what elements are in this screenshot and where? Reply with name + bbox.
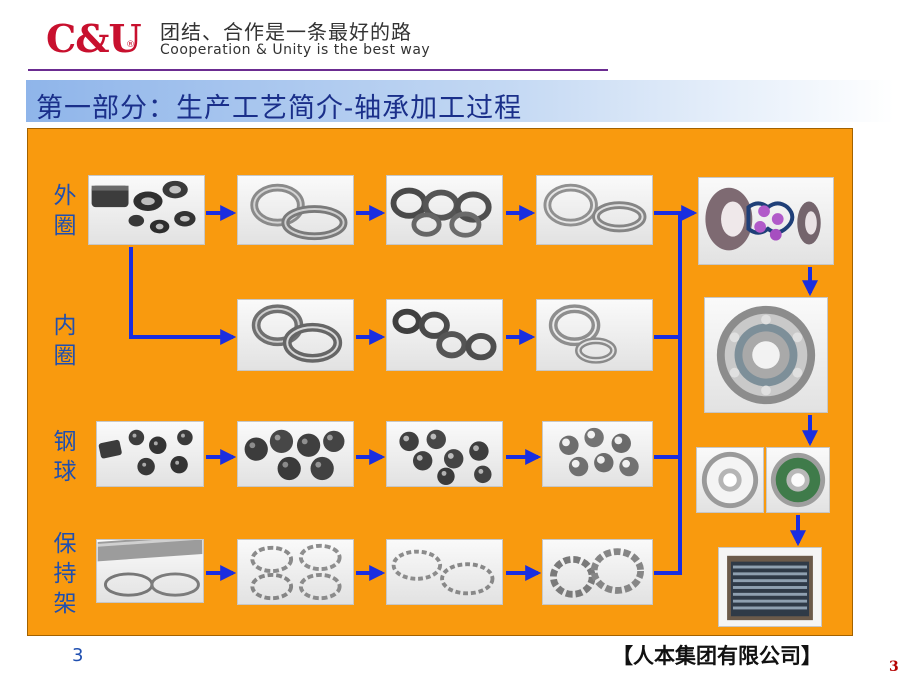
cage-formed-image (386, 539, 503, 605)
row-label-cage: 保持架 (53, 531, 77, 617)
cage-steel-strip-image (96, 539, 204, 603)
outer-ring-heat-treated-image (386, 175, 503, 245)
steel-ball-finished-image (542, 421, 653, 487)
outer-ring-tube-blanks-image (88, 175, 205, 245)
company-name: 【人本集团有限公司】 (612, 643, 822, 668)
cage-stamped-halves-image (237, 539, 354, 605)
page-number-corner: 3 (889, 659, 899, 675)
outer-ring-ground-image (536, 175, 653, 245)
inner-ring-ground-image (536, 299, 653, 371)
inner-ring-heat-treated-image (386, 299, 503, 371)
registered-mark: ® (126, 40, 135, 50)
packaged-bearings-image (718, 547, 822, 627)
assembly-exploded-image (698, 177, 834, 265)
steel-ball-forged-image (237, 421, 354, 487)
sealed-bearing-green-image (766, 447, 830, 513)
company-logo: C&U (46, 16, 142, 61)
steel-ball-ground-image (386, 421, 503, 487)
inner-ring-turned-image (237, 299, 354, 371)
steel-ball-wire-blanks-image (96, 421, 204, 487)
slide-title: 第一部分：生产工艺简介-轴承加工过程 (36, 93, 523, 124)
outer-ring-turned-image (237, 175, 354, 245)
row-label-outer-ring: 外圈 (53, 183, 77, 239)
page-number: 3 (72, 645, 84, 666)
sealed-bearing-white-image (696, 447, 764, 513)
slogan-english: Cooperation & Unity is the best way (160, 42, 431, 58)
header: C&U ® 团结、合作是一条最好的路 Cooperation & Unity i… (0, 0, 920, 80)
row-label-steel-ball: 钢球 (53, 429, 77, 485)
cage-finished-image (542, 539, 653, 605)
row-label-inner-ring: 内圈 (53, 313, 77, 369)
header-divider (28, 69, 608, 71)
process-panel: 外圈 内圈 钢球 保持架 (27, 128, 853, 636)
slogan-chinese: 团结、合作是一条最好的路 (160, 20, 412, 44)
title-bar: 第一部分：生产工艺简介-轴承加工过程 (26, 80, 894, 124)
assembled-bearing-image (704, 297, 828, 413)
